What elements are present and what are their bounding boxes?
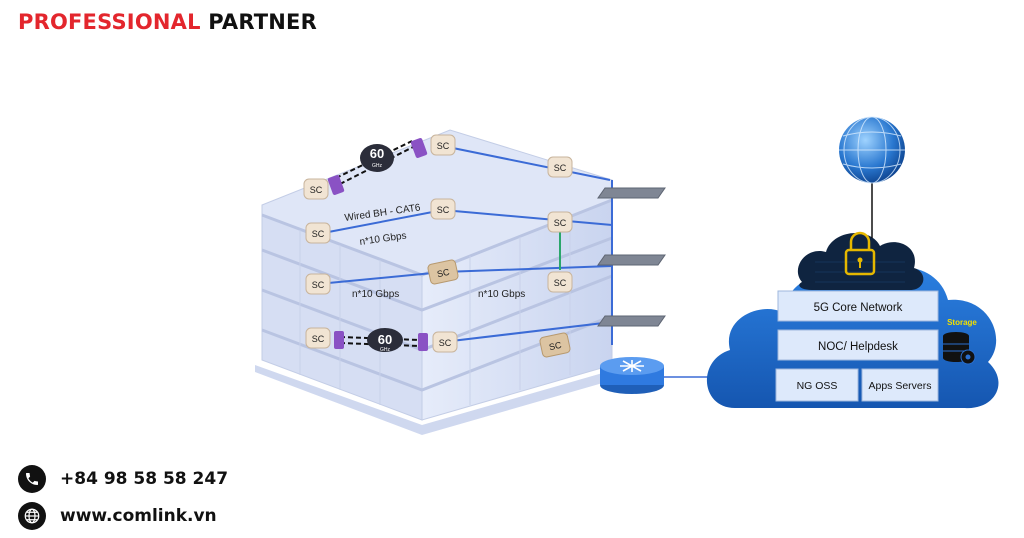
sc-label: SC [312, 229, 325, 239]
globe-icon [839, 116, 905, 184]
small-cell: SC [547, 156, 573, 178]
header-title-part2: PARTNER [208, 10, 317, 34]
sc-label: SC [554, 218, 567, 228]
gbps-label-3: n*10 Gbps [478, 289, 525, 300]
small-cell: SC [303, 178, 329, 200]
wireless-link-top: 60 GHz [327, 138, 428, 195]
ghz-label-top: GHz [372, 163, 383, 169]
small-cell: SC [430, 134, 456, 156]
building: 60 GHz 60 GHz SC SC SC SC [255, 129, 620, 435]
noc-box: NOC/ Helpdesk [777, 329, 939, 361]
small-cell: SC [427, 259, 459, 285]
ghz-label-bottom: GHz [380, 347, 391, 353]
storage-label: Storage [947, 318, 977, 327]
switch-icon [597, 254, 666, 266]
sc-label: SC [548, 340, 563, 352]
phone-number[interactable]: +84 98 58 58 247 [60, 469, 229, 489]
wireless-60-label-top: 60 [370, 146, 384, 161]
gbps-label-2: n*10 Gbps [352, 289, 399, 300]
sc-label: SC [437, 205, 450, 215]
sc-label: SC [436, 267, 451, 279]
ng-oss-label: NG OSS [797, 380, 838, 392]
website-contact: www.comlink.vn [18, 502, 217, 530]
phone-contact: +84 98 58 58 247 [18, 465, 228, 493]
database-icon [943, 332, 976, 365]
small-cell: SC [547, 271, 573, 293]
wireless-link-bottom: 60 GHz [334, 328, 428, 353]
small-cell: SC [432, 331, 458, 353]
small-cell: SC [305, 327, 331, 349]
core-network-box: 5G Core Network [777, 290, 939, 322]
sc-label: SC [312, 334, 325, 344]
ng-oss-box: NG OSS [775, 368, 859, 402]
sc-label: SC [312, 280, 325, 290]
small-cell: SC [547, 211, 573, 233]
sc-label: SC [554, 278, 567, 288]
lock-icon [844, 231, 876, 276]
phone-icon [18, 465, 46, 493]
globe-web-icon [18, 502, 46, 530]
switch-icon [597, 315, 666, 327]
switch-icon [597, 187, 666, 199]
sc-label: SC [437, 141, 450, 151]
small-cell: SC [430, 198, 456, 220]
small-cell: SC [305, 222, 331, 244]
header-title: PROFESSIONAL PARTNER [18, 10, 317, 34]
wireless-60-label-bottom: 60 [378, 332, 392, 347]
small-cell: SC [305, 273, 331, 295]
sc-label: SC [439, 338, 452, 348]
sc-label: SC [554, 163, 567, 173]
apps-servers-label: Apps Servers [868, 380, 931, 392]
core-network-label: 5G Core Network [814, 302, 903, 314]
router-icon [600, 357, 664, 394]
noc-label: NOC/ Helpdesk [818, 341, 898, 353]
sc-label: SC [310, 185, 323, 195]
header-title-part1: PROFESSIONAL [18, 10, 201, 34]
website-link[interactable]: www.comlink.vn [60, 506, 217, 526]
apps-servers-box: Apps Servers [861, 368, 939, 402]
small-cell: SC [539, 332, 571, 358]
